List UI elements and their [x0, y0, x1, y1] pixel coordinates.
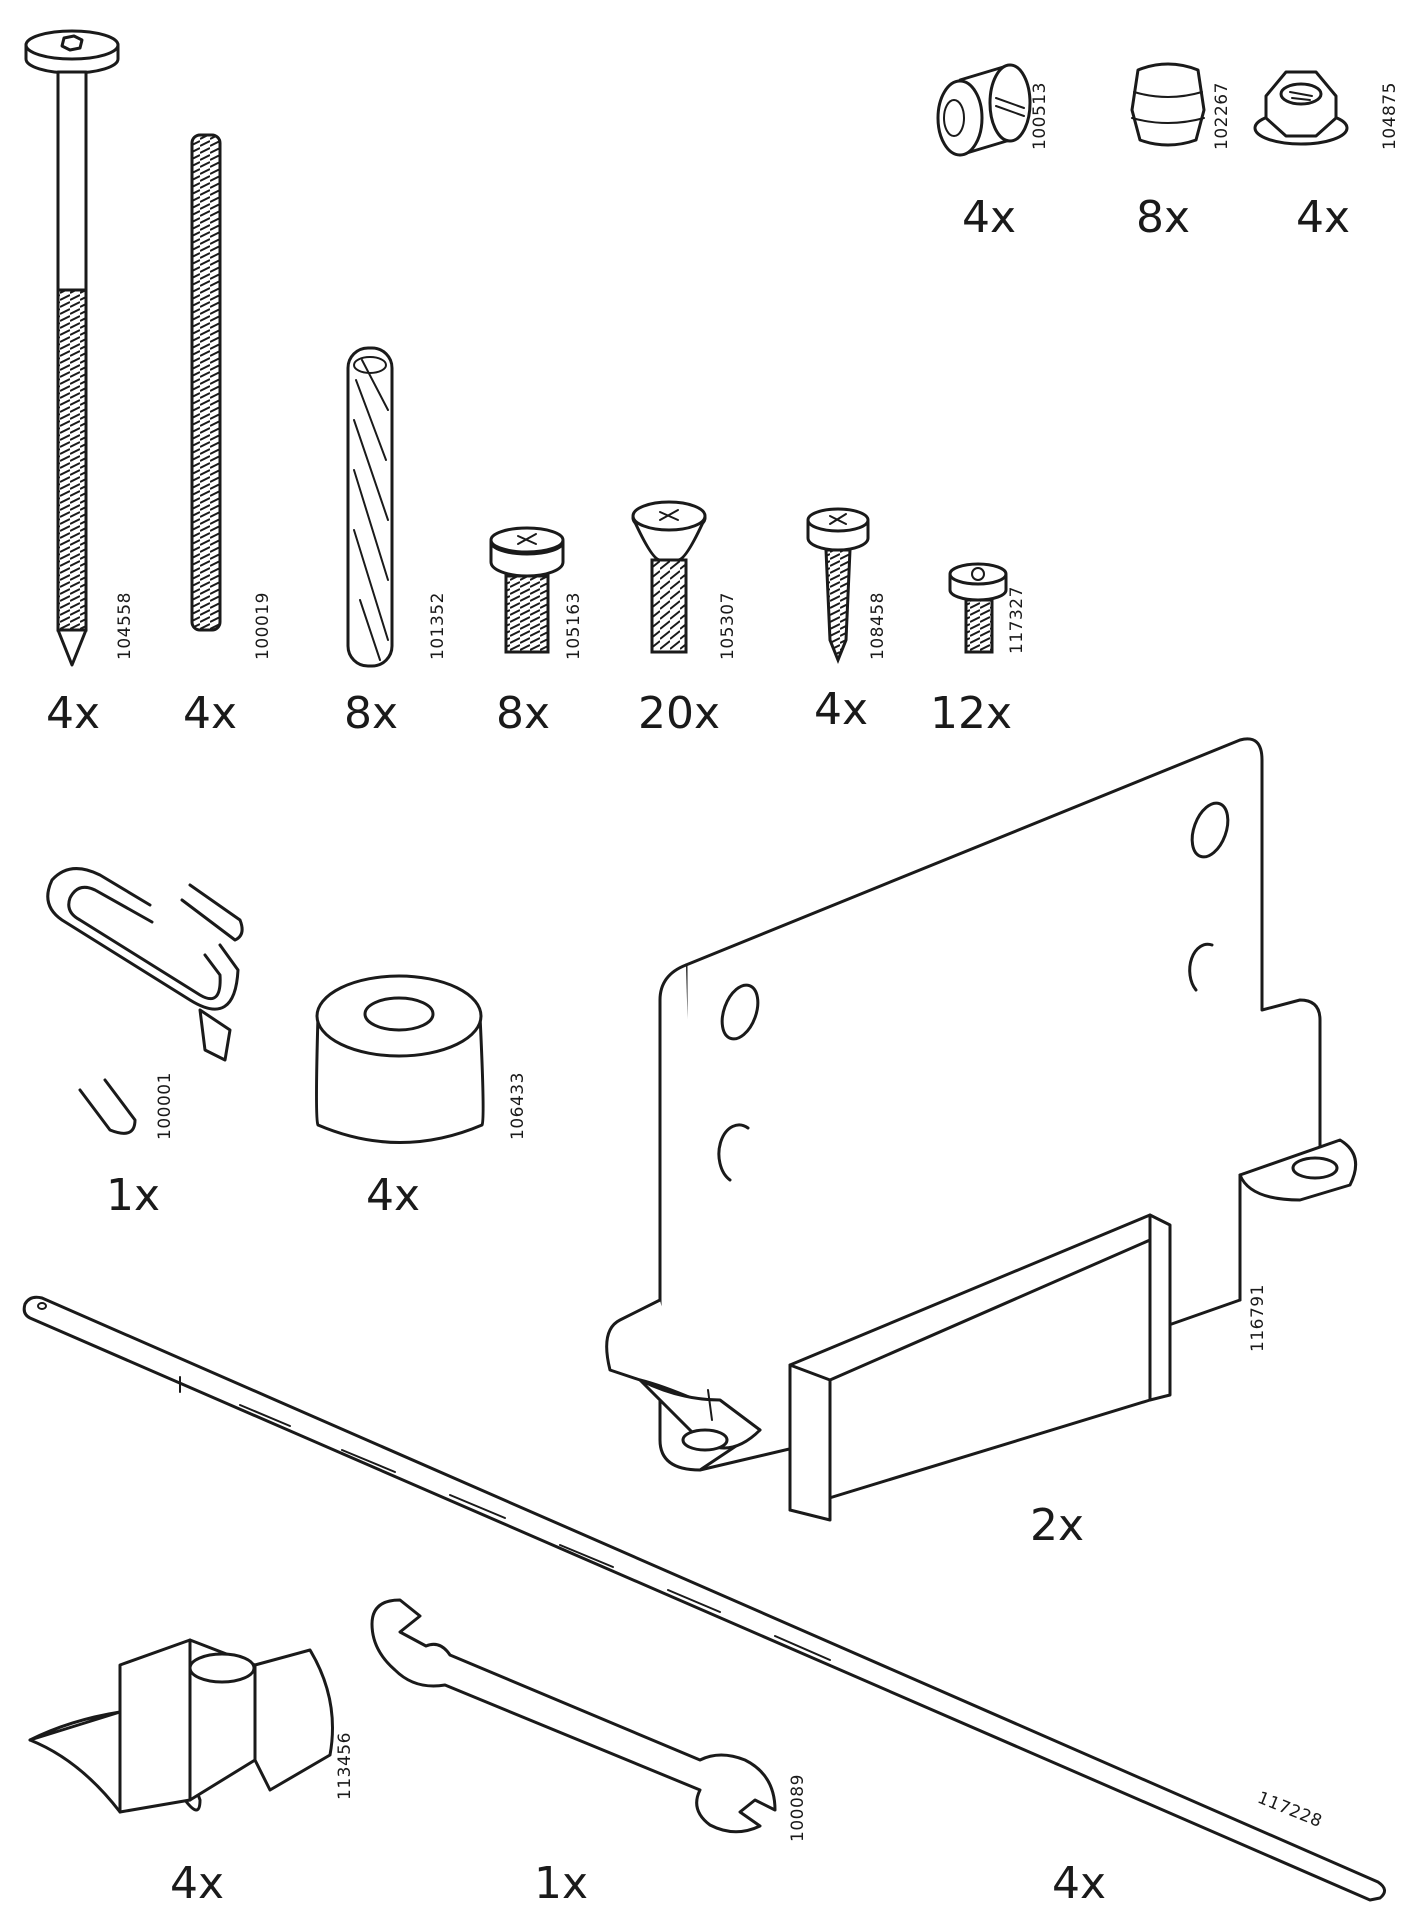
clip-113456-drawing [28, 1638, 334, 1814]
quantity-113456: 4x [170, 1858, 225, 1909]
foot-106433-drawing [315, 974, 485, 1144]
quantity-104875: 4x [1296, 192, 1351, 243]
quantity-117327: 12x [930, 688, 1013, 739]
quantity-100001: 1x [106, 1170, 161, 1221]
cam-barrel-100513-drawing [936, 63, 1032, 157]
part-number-101352: 101352 [428, 592, 448, 660]
quantity-104558: 4x [46, 688, 101, 739]
rod-100019-drawing [190, 133, 222, 632]
plug-102267-drawing [1130, 62, 1206, 147]
quantity-116791: 2x [1030, 1500, 1085, 1551]
dowel-101352-drawing [346, 346, 394, 668]
quantity-117228: 4x [1052, 1858, 1107, 1909]
quantity-100513: 4x [962, 192, 1017, 243]
quantity-100089: 1x [534, 1858, 589, 1909]
part-number-117327: 117327 [1007, 586, 1027, 654]
part-number-100001: 100001 [155, 1072, 175, 1140]
bracket-116791-drawing [605, 737, 1358, 1522]
quantity-105163: 8x [496, 688, 551, 739]
screw-108458-drawing [806, 507, 870, 665]
part-number-100513: 100513 [1030, 82, 1050, 150]
quantity-106433: 4x [366, 1170, 421, 1221]
screw-117327-drawing [948, 562, 1008, 654]
part-number-104875: 104875 [1380, 82, 1400, 150]
part-number-105307: 105307 [718, 592, 738, 660]
quantity-108458: 4x [814, 684, 869, 735]
part-number-113456: 113456 [335, 1732, 355, 1800]
part-number-106433: 106433 [508, 1072, 528, 1140]
part-number-102267: 102267 [1212, 82, 1232, 150]
part-number-116791: 116791 [1248, 1284, 1268, 1352]
quantity-102267: 8x [1136, 192, 1191, 243]
quantity-105307: 20x [638, 688, 721, 739]
screw-105163-drawing [489, 526, 565, 654]
part-number-108458: 108458 [868, 592, 888, 660]
part-number-104558: 104558 [115, 592, 135, 660]
strip-117228-drawing [22, 1295, 1386, 1902]
nut-104875-drawing [1253, 70, 1349, 146]
bolt-104558-drawing [24, 29, 120, 667]
quantity-101352: 8x [344, 688, 399, 739]
screw-105307-drawing [631, 500, 707, 654]
allen-key-100001-drawing [46, 867, 244, 1135]
part-number-100089: 100089 [788, 1774, 808, 1842]
wrench-100089-drawing [370, 1598, 777, 1834]
quantity-100019: 4x [183, 688, 238, 739]
part-number-100019: 100019 [253, 592, 273, 660]
part-number-105163: 105163 [564, 592, 584, 660]
